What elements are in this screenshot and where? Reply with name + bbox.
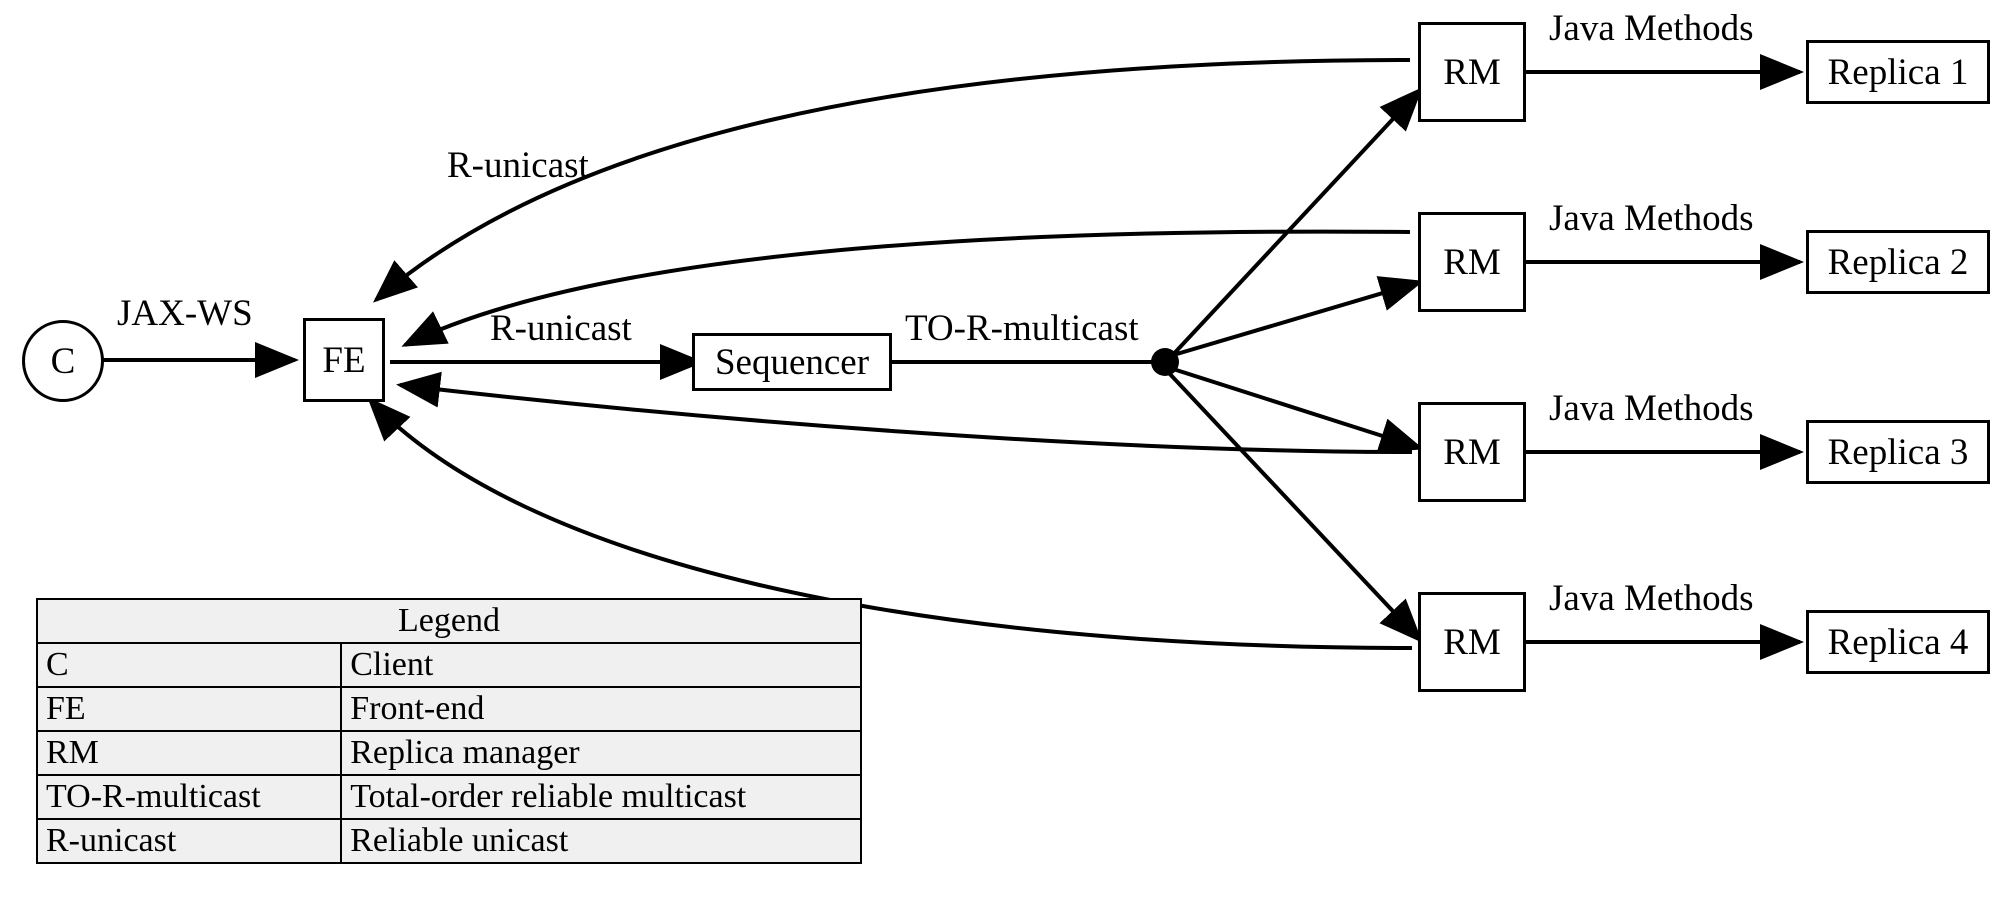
legend-row: TO-R-multicast Total-order reliable mult…	[35, 774, 862, 820]
node-frontend[interactable]: FE	[303, 318, 385, 402]
legend-table: Legend C Client FE Front-end RM Replica …	[35, 598, 862, 864]
legend-key: R-unicast	[35, 818, 343, 864]
node-replica-3-label: Replica 3	[1827, 431, 1969, 473]
edge-label-java-methods-2: Java Methods	[1549, 200, 1754, 237]
legend-key: RM	[35, 730, 343, 776]
edge-rm2-frontend	[401, 229, 1411, 347]
legend-row: R-unicast Reliable unicast	[35, 818, 862, 864]
legend-body: C Client FE Front-end RM Replica manager…	[35, 642, 862, 864]
multicast-junction-dot	[1151, 348, 1179, 376]
edge-rm1-frontend	[372, 58, 1411, 303]
legend-key: FE	[35, 686, 343, 732]
node-replica-1[interactable]: Replica 1	[1806, 40, 1990, 104]
edge-label-to-r-multicast-text: TO-R-multicast	[905, 308, 1139, 349]
edge-label-java-methods-4: Java Methods	[1549, 580, 1754, 617]
edge-label-r-unicast-fe-sequencer: R-unicast	[490, 310, 632, 347]
legend-row: C Client	[35, 642, 862, 688]
legend-value: Total-order reliable multicast	[340, 774, 862, 820]
edge-rm4-frontend	[367, 397, 1413, 650]
node-replica-4-label: Replica 4	[1827, 621, 1969, 663]
edge-label-java-methods-4-text: Java Methods	[1549, 578, 1754, 619]
legend-value: Replica manager	[340, 730, 862, 776]
node-replica-manager-3-label: RM	[1443, 431, 1501, 473]
node-replica-1-label: Replica 1	[1827, 51, 1969, 93]
edge-label-java-methods-2-text: Java Methods	[1549, 198, 1754, 239]
edge-label-r-unicast-top: R-unicast	[447, 147, 589, 184]
legend-value: Client	[340, 642, 862, 688]
legend-title: Legend	[36, 598, 862, 644]
node-sequencer[interactable]: Sequencer	[692, 333, 892, 391]
edge-label-r-unicast-top-text: R-unicast	[447, 145, 589, 186]
legend-value: Reliable unicast	[340, 818, 862, 864]
node-sequencer-label: Sequencer	[714, 341, 870, 383]
edge-junction-rm-2	[1169, 276, 1424, 358]
node-replica-manager-3[interactable]: RM	[1418, 402, 1526, 502]
edge-label-java-methods-3: Java Methods	[1549, 390, 1754, 427]
node-replica-manager-2[interactable]: RM	[1418, 212, 1526, 312]
legend-row: RM Replica manager	[35, 730, 862, 776]
node-replica-4[interactable]: Replica 4	[1806, 610, 1990, 674]
node-replica-manager-2-label: RM	[1443, 241, 1501, 283]
node-replica-manager-1[interactable]: RM	[1418, 22, 1526, 122]
legend-header-row: Legend	[36, 598, 862, 644]
edge-junction-rm-4	[1166, 370, 1423, 643]
edge-rm3-frontend	[396, 371, 1413, 454]
node-replica-manager-4[interactable]: RM	[1418, 592, 1526, 692]
edge-label-jax-ws-text: JAX-WS	[117, 293, 253, 334]
edge-label-r-unicast-fe-sequencer-text: R-unicast	[490, 308, 632, 349]
node-frontend-label: FE	[322, 339, 366, 381]
edge-label-java-methods-1: Java Methods	[1549, 10, 1754, 47]
node-client[interactable]: C	[22, 320, 104, 402]
edge-label-jax-ws: JAX-WS	[117, 295, 253, 332]
legend-key: TO-R-multicast	[35, 774, 343, 820]
node-replica-3[interactable]: Replica 3	[1806, 420, 1990, 484]
node-replica-2-label: Replica 2	[1827, 241, 1969, 283]
edge-label-java-methods-3-text: Java Methods	[1549, 388, 1754, 429]
edge-label-java-methods-1-text: Java Methods	[1549, 8, 1754, 49]
node-replica-manager-1-label: RM	[1443, 51, 1501, 93]
legend-row: FE Front-end	[35, 686, 862, 732]
edge-junction-rm-3	[1169, 366, 1424, 453]
edge-junction-rm-1	[1166, 87, 1423, 362]
edge-label-to-r-multicast: TO-R-multicast	[905, 310, 1139, 347]
legend-value: Front-end	[340, 686, 862, 732]
node-client-label: C	[50, 340, 76, 382]
node-replica-manager-4-label: RM	[1443, 621, 1501, 663]
node-replica-2[interactable]: Replica 2	[1806, 230, 1990, 294]
legend-key: C	[35, 642, 343, 688]
